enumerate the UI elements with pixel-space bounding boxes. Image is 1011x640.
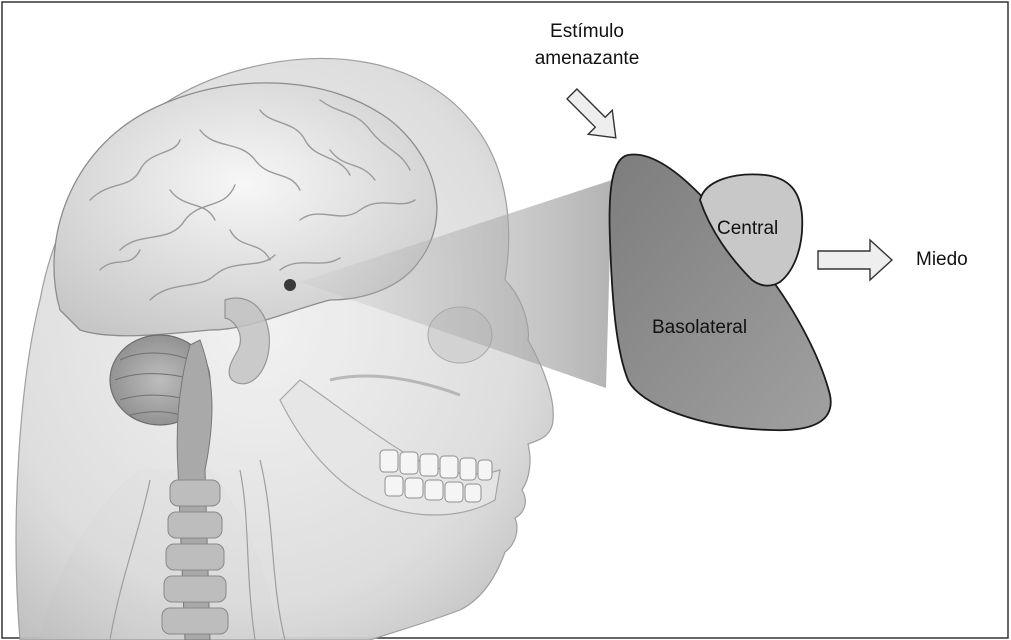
central-label: Central: [717, 218, 778, 239]
output-label: Miedo: [916, 249, 968, 270]
stimulus-label-line2: amenazante: [535, 48, 640, 69]
basolateral-label: Basolateral: [652, 317, 747, 338]
amygdala-spot: [284, 279, 296, 291]
vertebrae: [162, 480, 228, 634]
stimulus-label-line1: Estímulo: [550, 21, 624, 42]
